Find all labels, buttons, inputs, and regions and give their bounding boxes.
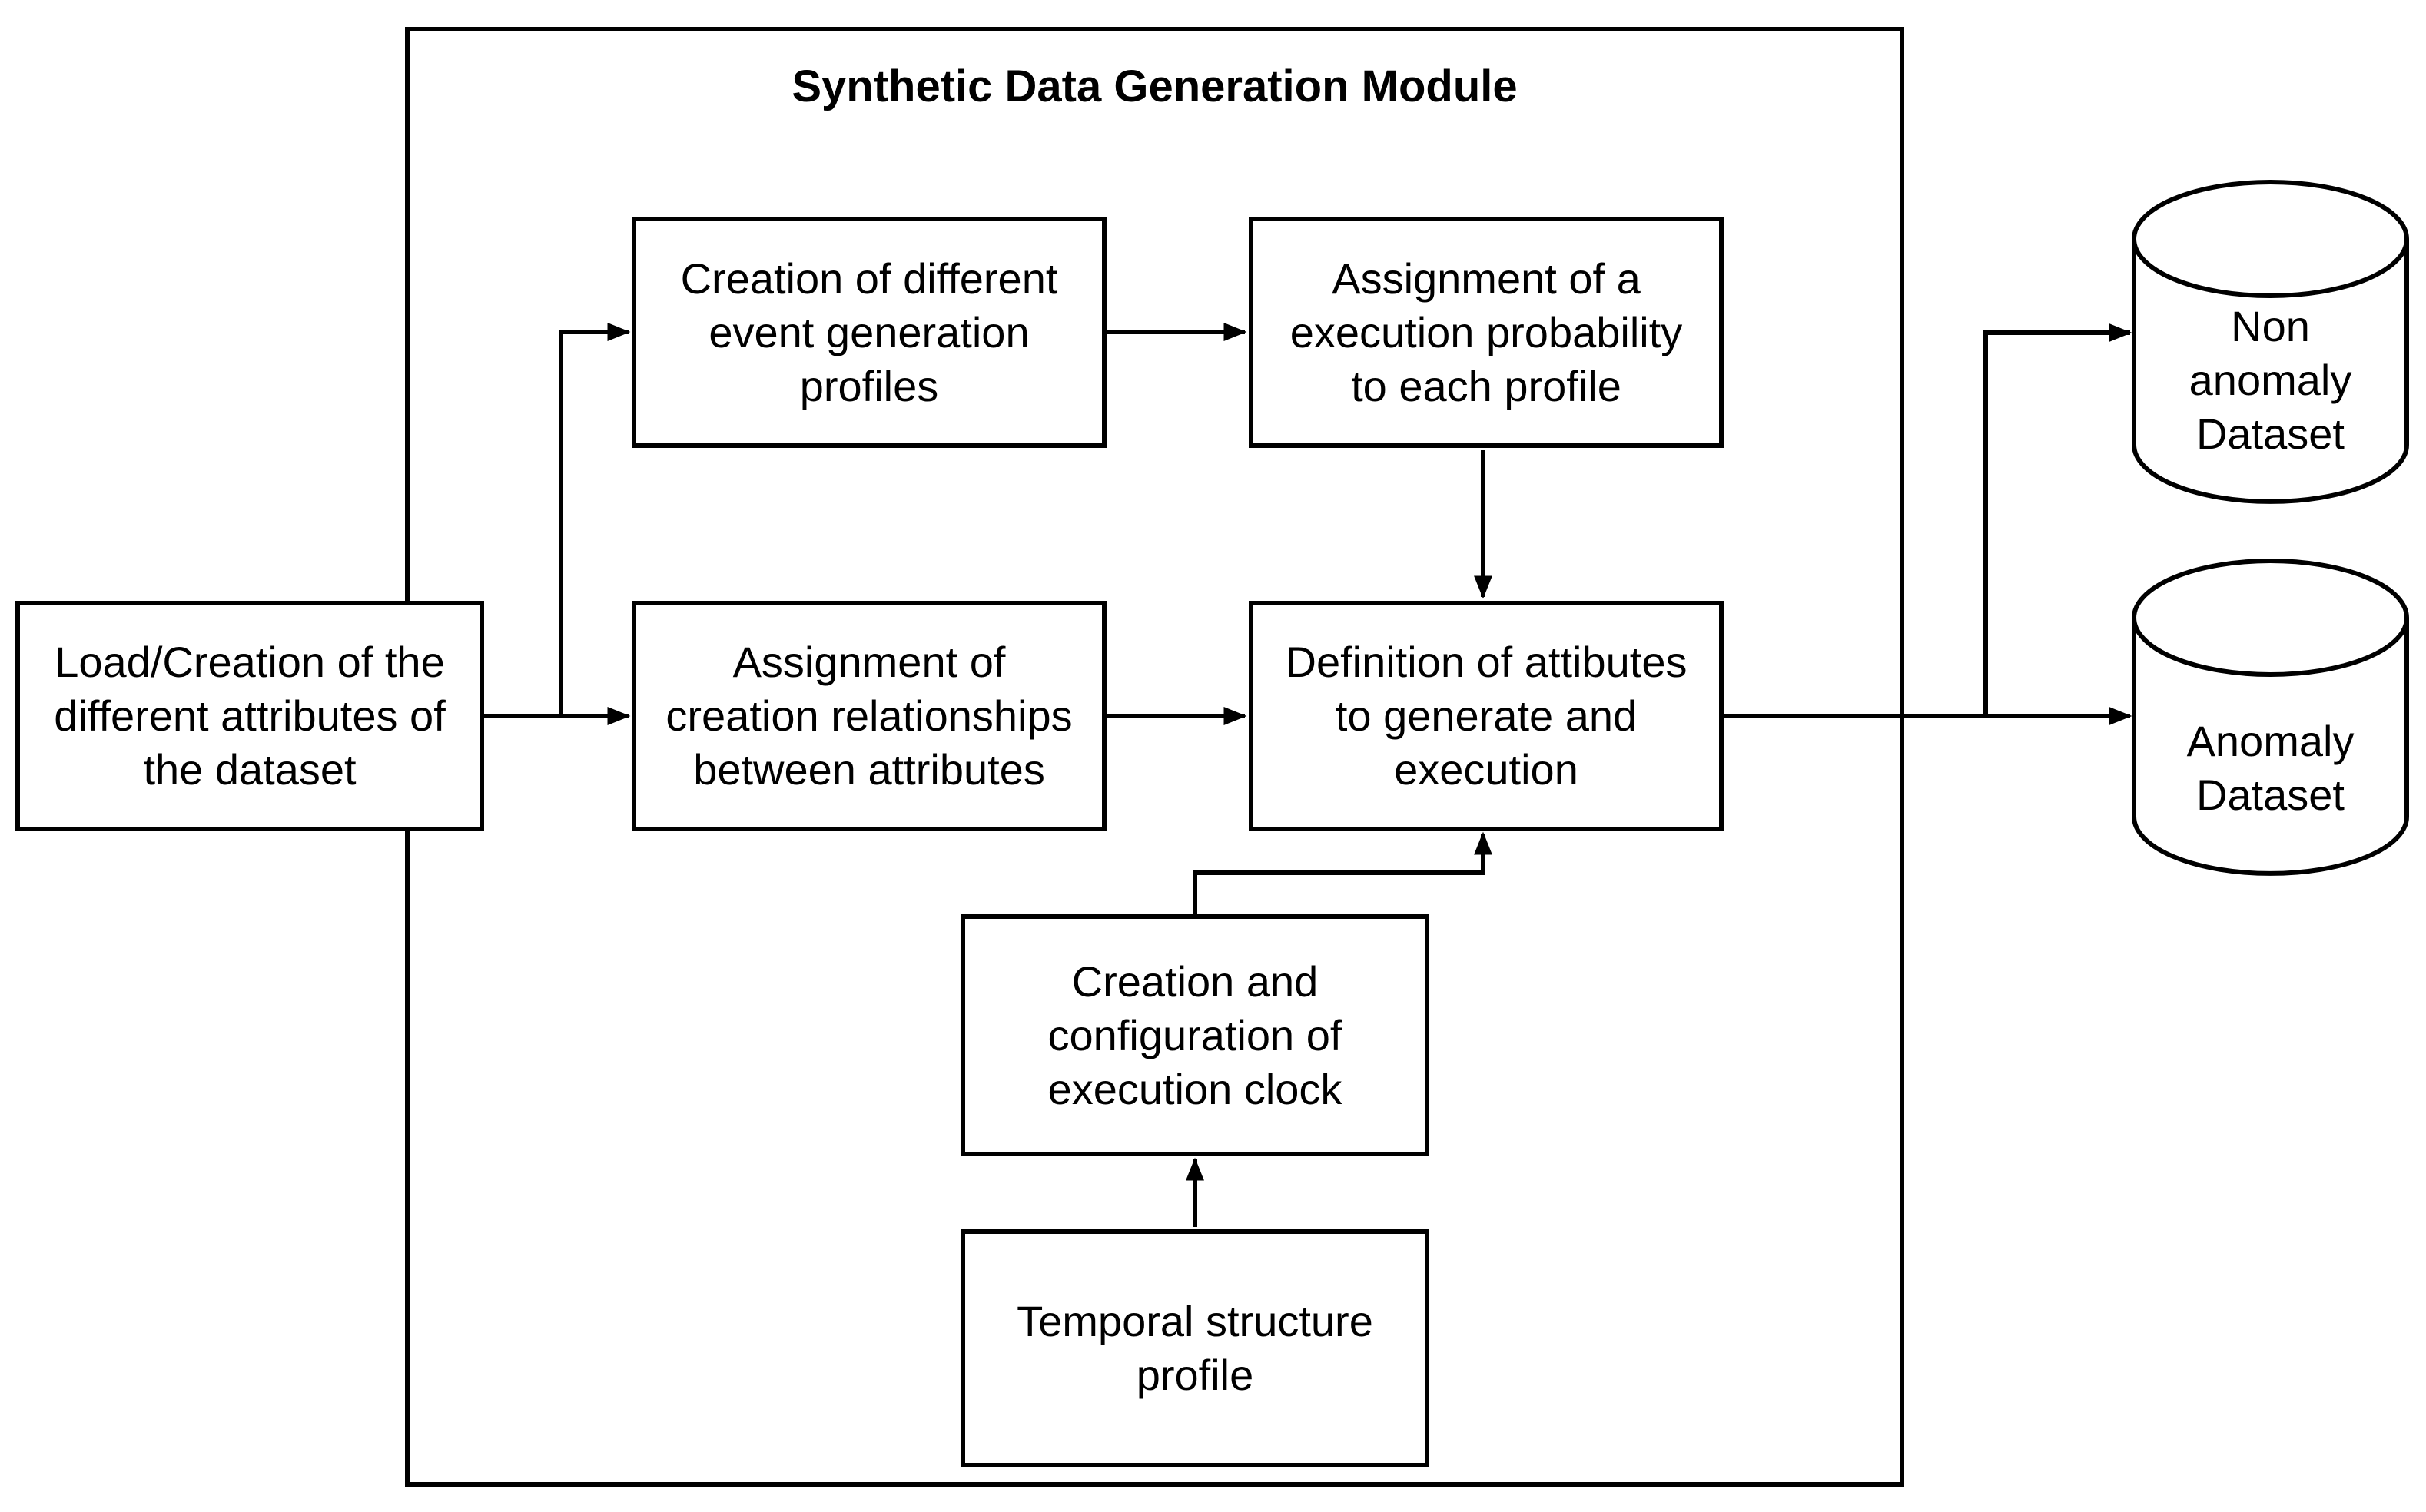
- anomaly-dataset-label: Anomaly Dataset: [2186, 717, 2355, 819]
- node-creation-event-profiles: Creation of different event generation p…: [632, 217, 1107, 448]
- node-temporal-structure-profile: Temporal structure profile: [961, 1229, 1429, 1467]
- node-definition-attributes: Definition of attibutes to generate and …: [1249, 601, 1724, 831]
- node-assignment-execution-probability: Assignment of a execution probability to…: [1249, 217, 1724, 448]
- edge-definition-to-non-anomaly-dataset: [1983, 323, 2132, 716]
- non-anomaly-dataset-label: Non anomaly Dataset: [2189, 302, 2352, 458]
- node-load-creation-attributes: Load/Creation of the different attribute…: [15, 601, 484, 831]
- node-assignment-creation-relationships: Assignment of creation relationships bet…: [632, 601, 1107, 831]
- module-title: Synthetic Data Generation Module: [792, 61, 1518, 111]
- node-creation-configuration-clock: Creation and configuration of execution …: [961, 914, 1429, 1156]
